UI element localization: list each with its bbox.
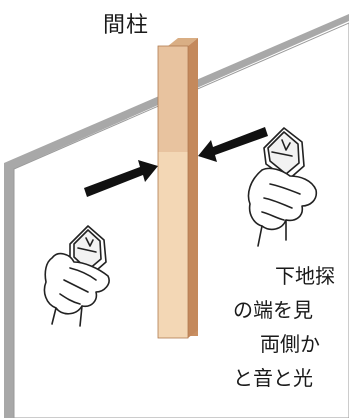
caption-line: の端を見 xyxy=(233,298,313,322)
arrow-left-icon xyxy=(198,127,268,162)
stud-label: 間柱 xyxy=(103,13,150,38)
caption-line: 下地探 xyxy=(275,264,335,288)
right-hand-stud-finder xyxy=(247,127,318,247)
stud-post xyxy=(157,38,198,339)
left-hand-stud-finder xyxy=(43,225,110,327)
arrow-right-icon xyxy=(84,160,158,197)
caption-line: 両側か xyxy=(260,332,320,356)
caption-line: と音と光 xyxy=(233,366,313,390)
